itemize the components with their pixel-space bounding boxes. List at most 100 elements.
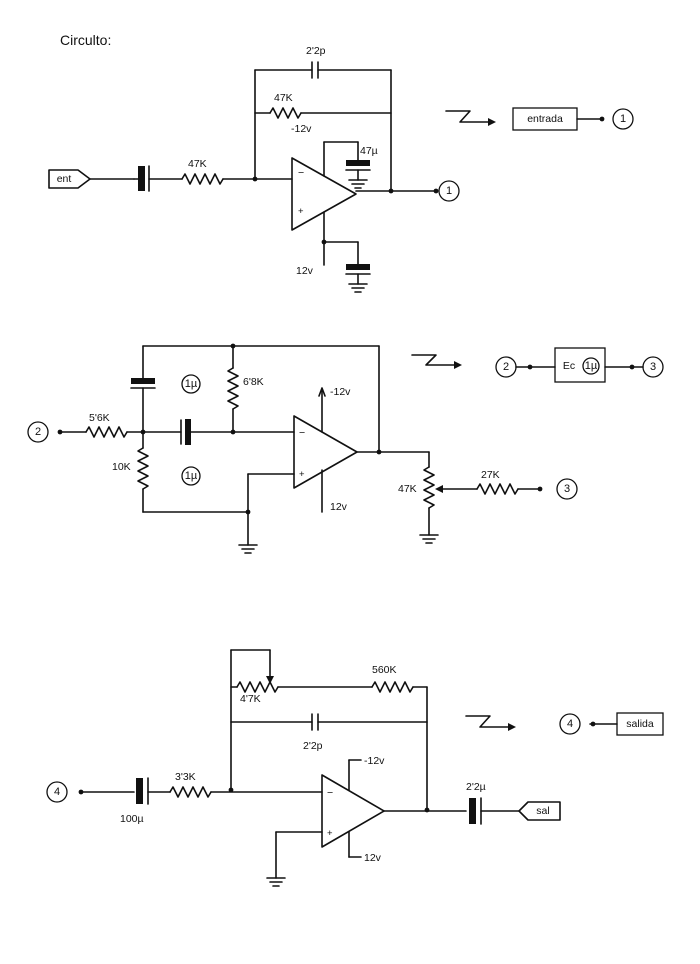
input-resistor-label: 47K — [188, 158, 207, 170]
node-2-label: 2 — [35, 426, 41, 438]
node-1-label: 1 — [446, 185, 452, 197]
op-amp-inverting-sign: − — [298, 167, 304, 179]
input-resistor — [85, 426, 128, 438]
ground-icon — [348, 179, 368, 189]
output-potentiometer — [423, 466, 435, 509]
feedback-capacitor-label: 2'2p — [303, 740, 323, 752]
decoupling-capacitor-label: 47µ — [360, 145, 378, 157]
node-3-label: 3 — [564, 483, 570, 495]
lightning-arrow-icon — [465, 715, 509, 728]
junction-dot — [388, 188, 394, 194]
input-resistor-label: 3'3K — [175, 771, 196, 783]
feedback-resistor-label: 560K — [372, 664, 397, 676]
legend-node-2-label: 2 — [503, 361, 509, 373]
ground-icon — [419, 534, 439, 544]
op-amp — [293, 415, 358, 489]
series-capacitor — [180, 419, 191, 445]
stage-2-circuit: 2 5'6K 10K 1µ 1µ — [27, 343, 578, 554]
input-port-ent — [48, 169, 91, 189]
legend-box-entrada-label: entrada — [527, 113, 563, 125]
node-4-label: 4 — [54, 786, 60, 798]
legend-node-3 — [642, 356, 664, 378]
legend-box-ec-label: Ec — [563, 360, 575, 372]
output-resistor-label: 27K — [481, 469, 500, 481]
supply-neg-label: -12v — [364, 755, 385, 767]
feedback-potentiometer-label: 4'7K — [240, 693, 261, 705]
op-amp-noninverting-sign: + — [299, 469, 305, 480]
supply-pos-label: 12v — [364, 852, 382, 864]
divider-resistor-label: 10K — [112, 461, 131, 473]
output-resistor — [476, 483, 519, 495]
input-port-ent-label: ent — [57, 173, 72, 185]
capacitor-value-a-label: 1µ — [185, 378, 198, 390]
left-capacitor — [130, 378, 156, 389]
feedback-potentiometer — [236, 681, 279, 693]
ground-icon — [238, 544, 258, 554]
node-1 — [438, 180, 460, 202]
supply-neg-label: -12v — [330, 386, 351, 398]
arrowhead-icon — [454, 361, 462, 369]
capacitor-value-b — [181, 466, 201, 486]
feedback-resistor — [227, 367, 239, 410]
capacitor-value-a — [181, 374, 201, 394]
op-amp-noninverting-sign: + — [298, 206, 304, 217]
legend-box-ec-cap — [582, 357, 600, 375]
decoupling-capacitor-bottom — [345, 264, 371, 275]
input-resistor — [169, 786, 212, 798]
supply-pos-label: 12v — [330, 501, 348, 513]
input-resistor — [181, 173, 224, 185]
page-title: Circulto: — [60, 32, 111, 48]
stage-1-circuit: ent 47K 2'2p 47K − + — [48, 45, 460, 293]
stage-3-circuit: 4 100µ 3'3K 4'7K 560K 2'2p — [46, 649, 561, 887]
feedback-capacitor — [311, 61, 319, 79]
output-port-sal — [518, 801, 561, 821]
output-port-sal-label: sal — [536, 805, 549, 817]
legend-node-3-label: 3 — [650, 361, 656, 373]
junction-dot — [527, 364, 533, 370]
lightning-arrow-icon — [411, 354, 455, 366]
node-4 — [46, 781, 68, 803]
junction-dot — [599, 116, 605, 122]
legend-box-salida-label: salida — [626, 718, 654, 730]
op-amp-noninverting-sign: + — [327, 828, 333, 839]
supply-pos-label: 12v — [296, 265, 314, 277]
junction-dot — [590, 721, 596, 727]
node-2 — [27, 421, 49, 443]
ground-icon — [266, 877, 286, 887]
input-capacitor-label: 100µ — [120, 813, 144, 825]
input-capacitor — [136, 777, 149, 805]
node-3 — [556, 478, 578, 500]
feedback-resistor — [371, 681, 414, 693]
feedback-resistor — [269, 107, 302, 119]
ground-icon — [348, 283, 368, 293]
supply-arrow-icon — [318, 387, 326, 397]
legend-1: entrada 1 — [445, 107, 634, 131]
wiper-arrow-icon — [435, 485, 443, 493]
input-resistor-label: 5'6K — [89, 412, 110, 424]
decoupling-capacitor-top — [345, 160, 371, 171]
junction-dot — [424, 807, 430, 813]
legend-node-1 — [612, 108, 634, 130]
junction-dot — [433, 188, 439, 194]
junction-dot — [629, 364, 635, 370]
legend-node-4-label: 4 — [567, 718, 573, 730]
divider-resistor — [137, 447, 149, 490]
feedback-resistor-label: 47K — [274, 92, 293, 104]
output-capacitor-label: 2'2µ — [466, 781, 486, 793]
op-amp-inverting-sign: − — [327, 787, 333, 799]
feedback-resistor-label: 6'8K — [243, 376, 264, 388]
feedback-capacitor-label: 2'2p — [306, 45, 326, 57]
legend-box-salida — [616, 712, 664, 736]
legend-node-4 — [559, 713, 581, 735]
op-amp — [321, 774, 385, 848]
input-capacitor — [133, 165, 150, 192]
feedback-capacitor — [311, 713, 319, 731]
capacitor-value-b-label: 1µ — [185, 470, 198, 482]
legend-box-ec — [554, 347, 606, 383]
legend-3: 4 salida — [465, 712, 664, 736]
output-potentiometer-label: 47K — [398, 483, 417, 495]
legend-2: 2 Ec 1µ 3 — [411, 347, 664, 383]
op-amp-inverting-sign: − — [299, 427, 305, 439]
